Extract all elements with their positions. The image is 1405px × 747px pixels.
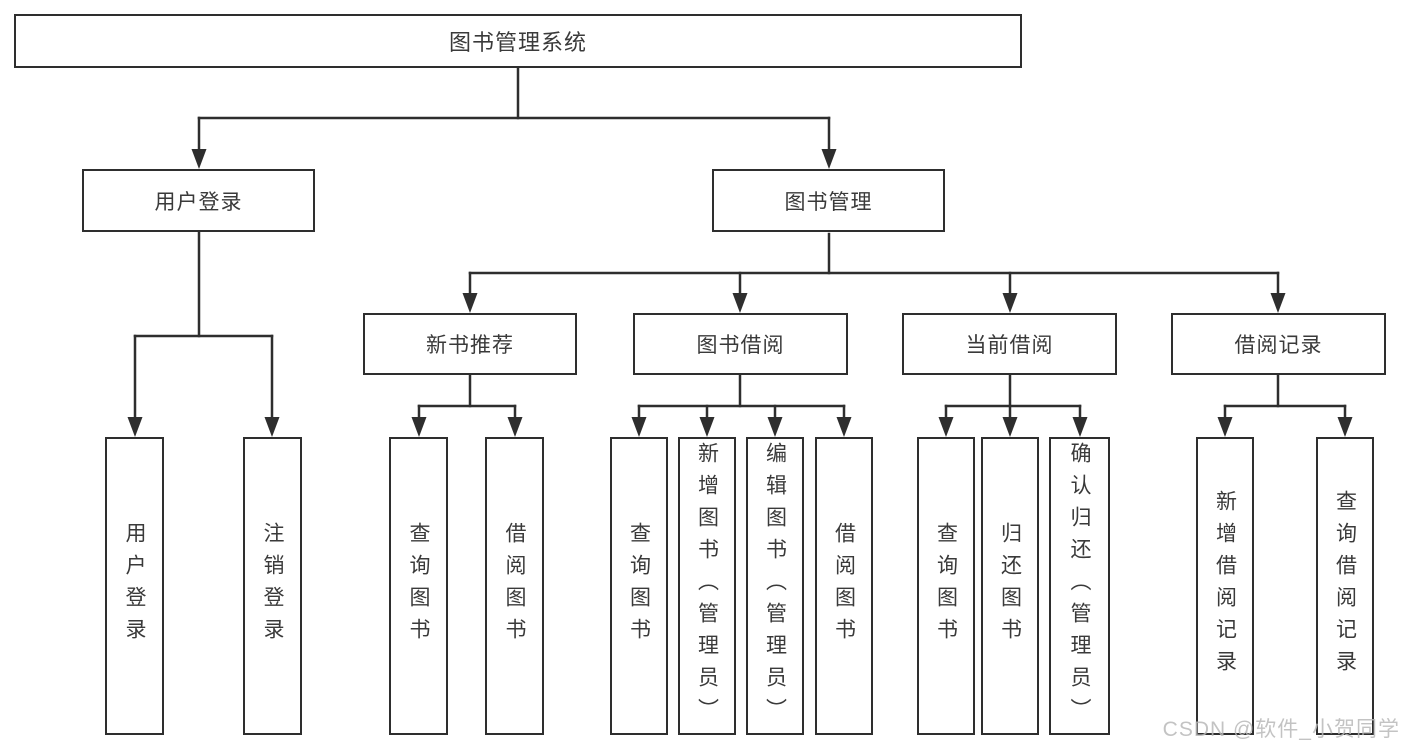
node-new-book-recommend: 新书推荐: [363, 313, 577, 375]
leaf-borrow-query-books: 查询图书: [610, 437, 668, 735]
node-label: 借阅图书: [503, 522, 526, 650]
node-label: 借阅记录: [1234, 334, 1323, 357]
leaf-records-add-borrow-record: 新增借阅记录: [1196, 437, 1254, 735]
leaf-records-query-borrow-record: 查询借阅记录: [1316, 437, 1374, 735]
node-label: 注销登录: [261, 522, 284, 650]
node-label: 查询图书: [934, 522, 958, 650]
node-label: 图书借阅: [696, 334, 785, 357]
node-label: 新增借阅记录: [1213, 490, 1237, 682]
leaf-borrow-add-books-admin: 新增图书（管理员）: [678, 437, 736, 735]
node-label: 用户登录: [154, 190, 243, 214]
node-book-borrowing: 图书借阅: [633, 313, 848, 375]
node-label: 查询图书: [407, 522, 430, 650]
leaf-newrec-borrow-books: 借阅图书: [485, 437, 544, 735]
node-label: 新增图书（管理员）: [695, 442, 719, 730]
node-label: 查询借阅记录: [1333, 490, 1357, 682]
leaf-borrow-borrow-books: 借阅图书: [815, 437, 873, 735]
node-label: 确认归还（管理员）: [1068, 442, 1091, 730]
node-label: 图书管理系统: [448, 30, 587, 55]
leaf-current-query-books: 查询图书: [917, 437, 975, 735]
node-library-management-system: 图书管理系统: [14, 14, 1022, 68]
node-label: 归还图书: [998, 522, 1022, 650]
node-book-management: 图书管理: [712, 169, 945, 232]
csdn-watermark: CSDN @软件_小贺同学: [1162, 718, 1400, 741]
leaf-current-return-books: 归还图书: [981, 437, 1039, 735]
node-label: 当前借阅: [965, 334, 1054, 357]
node-current-borrowing: 当前借阅: [902, 313, 1117, 375]
leaf-borrow-edit-books-admin: 编辑图书（管理员）: [746, 437, 804, 735]
leaf-user-login: 用户登录: [105, 437, 164, 735]
node-label: 借阅图书: [832, 522, 856, 650]
node-borrowing-records: 借阅记录: [1171, 313, 1386, 375]
leaf-newrec-query-books: 查询图书: [389, 437, 448, 735]
node-label: 新书推荐: [426, 334, 514, 357]
node-user-login: 用户登录: [82, 169, 315, 232]
node-label: 查询图书: [627, 522, 651, 650]
node-label: 用户登录: [123, 522, 146, 650]
leaf-current-confirm-return-admin: 确认归还（管理员）: [1049, 437, 1110, 735]
node-label: 图书管理: [784, 190, 873, 214]
node-label: 编辑图书（管理员）: [763, 442, 787, 730]
leaf-logout-login: 注销登录: [243, 437, 302, 735]
